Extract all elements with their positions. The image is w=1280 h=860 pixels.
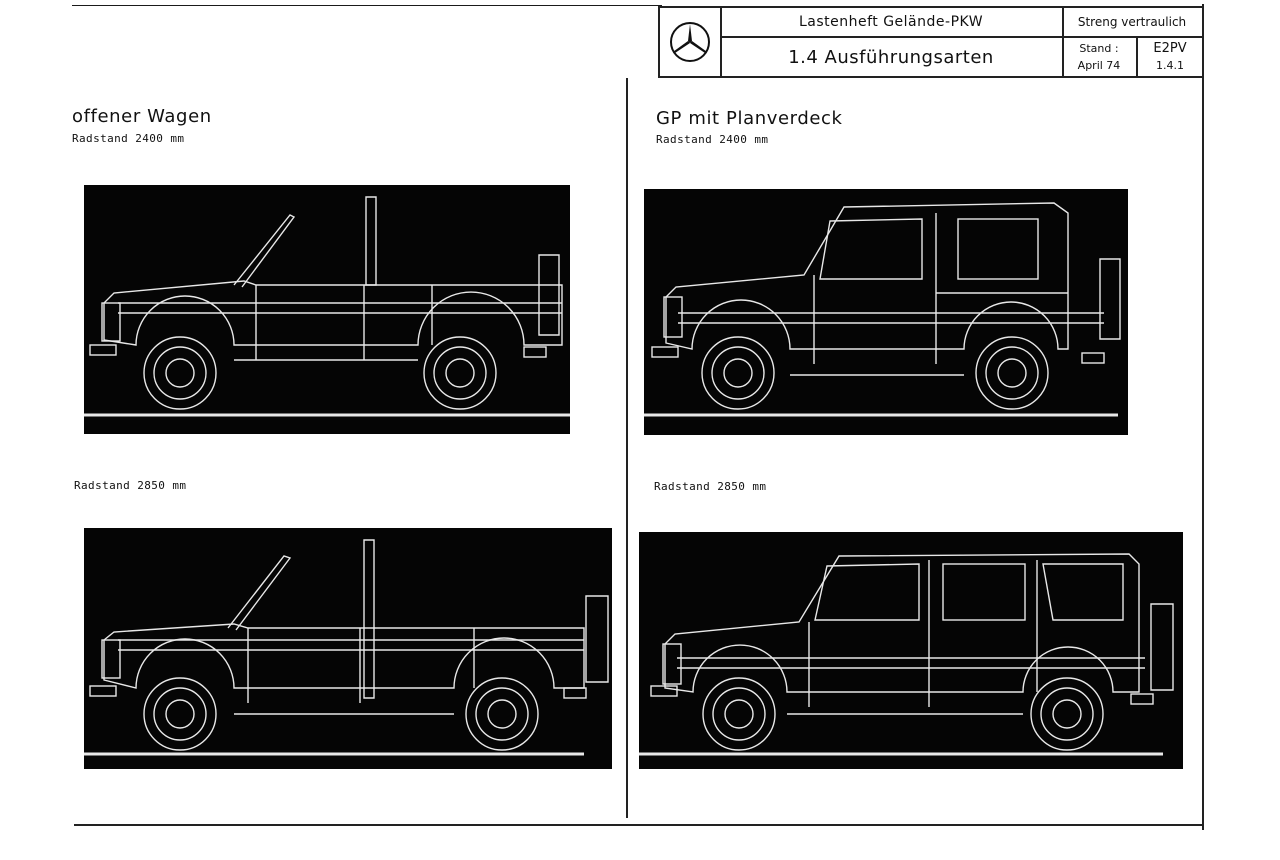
doc-code: E2PV — [1153, 41, 1187, 56]
doc-code-cell: E2PV 1.4.1 — [1138, 38, 1202, 76]
three-pointed-star-icon — [670, 22, 710, 62]
vehicle-drawing-open-long — [84, 528, 612, 769]
meta-cell: Streng vertraulich Stand : April 74 E2PV… — [1062, 8, 1202, 76]
title-block: Lastenheft Gelände-PKW 1.4 Ausführungsar… — [658, 6, 1204, 78]
stand-date: April 74 — [1077, 59, 1121, 72]
right-wheelbase-short: Radstand 2400 mm — [656, 133, 769, 146]
stand-cell: Stand : April 74 — [1062, 38, 1138, 76]
confidentiality-label: Streng vertraulich — [1062, 8, 1202, 38]
column-divider — [626, 78, 628, 818]
logo-cell — [660, 8, 722, 76]
vehicle-drawing-open-short — [84, 185, 570, 434]
stand-label: Stand : — [1079, 42, 1119, 55]
top-rule — [72, 5, 662, 6]
left-wheelbase-long: Radstand 2850 mm — [74, 479, 187, 492]
doc-page: 1.4.1 — [1156, 59, 1184, 72]
left-wheelbase-short: Radstand 2400 mm — [72, 132, 185, 145]
project-title: Lastenheft Gelände-PKW — [720, 8, 1062, 38]
bottom-rule — [74, 824, 1204, 826]
right-wheelbase-long: Radstand 2850 mm — [654, 480, 767, 493]
right-heading: GP mit Planverdeck — [656, 108, 843, 129]
vehicle-drawing-softtop-short — [644, 189, 1128, 435]
right-border — [1202, 4, 1204, 830]
vehicle-drawing-softtop-long — [639, 532, 1183, 769]
title-cell: Lastenheft Gelände-PKW 1.4 Ausführungsar… — [720, 8, 1064, 76]
section-title: 1.4 Ausführungsarten — [788, 46, 994, 68]
left-heading: offener Wagen — [72, 106, 212, 127]
